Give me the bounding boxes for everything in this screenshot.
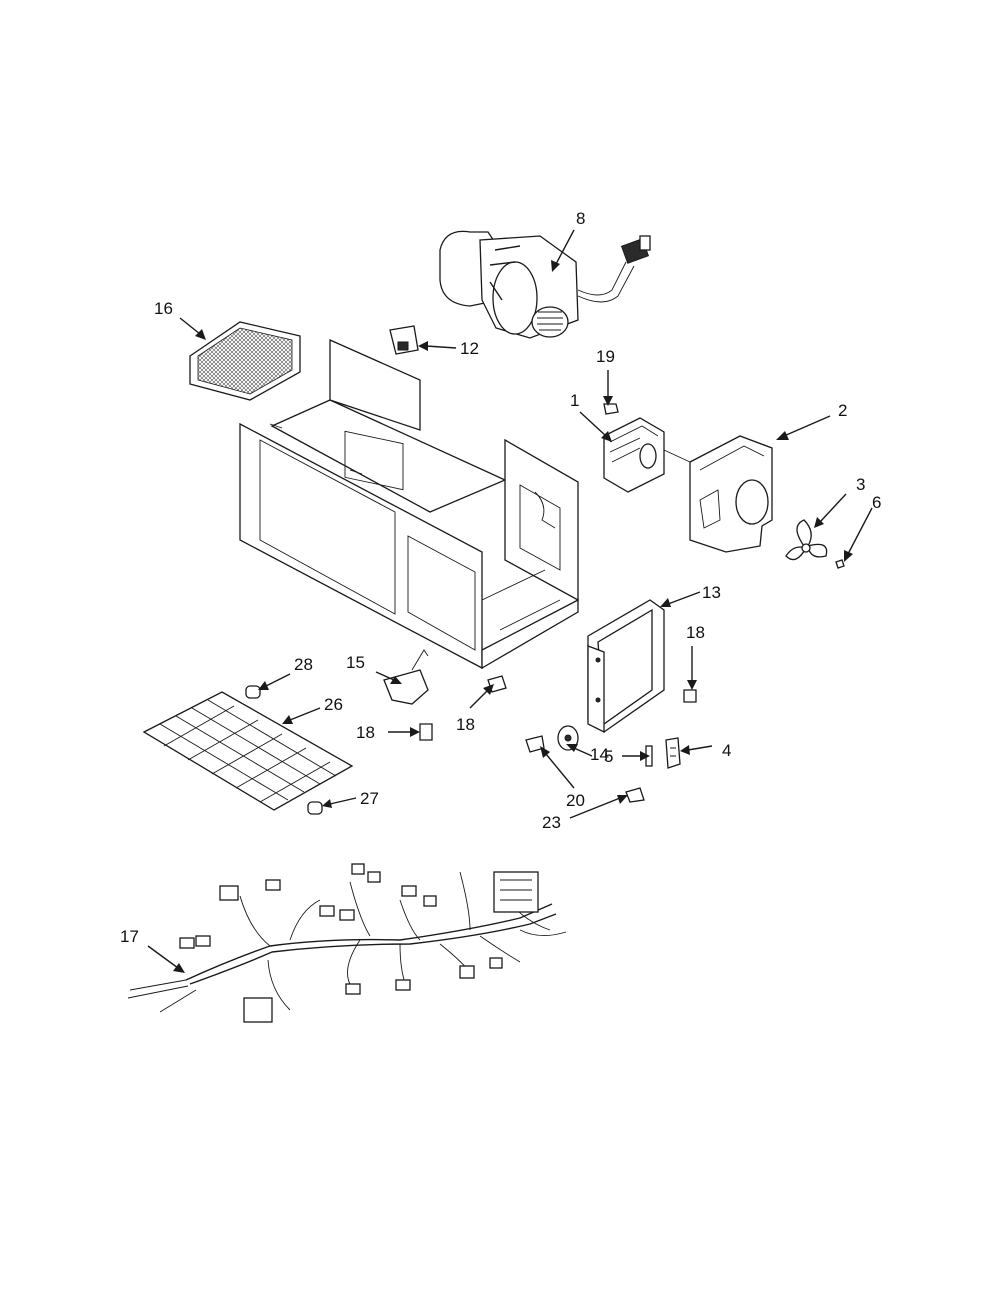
motor [603, 417, 691, 493]
grease-filter [189, 321, 301, 401]
label-1: 1 [570, 391, 579, 410]
callout-labels: 8 16 12 19 1 2 3 6 13 18 15 28 26 18 18 … [120, 209, 881, 946]
label-13: 13 [702, 583, 721, 602]
rack [142, 691, 354, 811]
label-5: 5 [604, 747, 613, 766]
fan-blade [785, 519, 828, 561]
leader-lines [147, 229, 873, 973]
label-19: 19 [596, 347, 615, 366]
label-18-center: 18 [456, 715, 475, 734]
label-27: 27 [360, 789, 379, 808]
wire-harness [127, 863, 567, 1023]
label-20: 20 [566, 791, 585, 810]
nut-6 [835, 559, 845, 569]
foot-27 [307, 801, 323, 815]
screw-23 [625, 787, 645, 803]
label-28: 28 [294, 655, 313, 674]
latch-bracket [383, 649, 429, 705]
label-12: 12 [460, 339, 479, 358]
label-23: 23 [542, 813, 561, 832]
label-2: 2 [838, 401, 847, 420]
label-15: 15 [346, 653, 365, 672]
label-6: 6 [872, 493, 881, 512]
label-4: 4 [722, 741, 731, 760]
label-17: 17 [120, 927, 139, 946]
label-26: 26 [324, 695, 343, 714]
main-housing [239, 338, 579, 670]
bracket-frame [587, 599, 665, 734]
blower-motor-assembly [439, 230, 651, 339]
screw-18-right [683, 689, 697, 703]
foot-28 [245, 685, 261, 699]
label-16: 16 [154, 299, 173, 318]
fan-duct [689, 435, 773, 553]
label-14: 14 [590, 745, 609, 764]
label-18-right: 18 [686, 623, 705, 642]
label-3: 3 [856, 475, 865, 494]
small-bracket [389, 325, 419, 355]
screw-19 [603, 403, 619, 415]
screw-20 [525, 735, 545, 753]
screw-18-left [419, 723, 433, 741]
label-8: 8 [576, 209, 585, 228]
switch-part-4 [665, 737, 681, 769]
label-18-left: 18 [356, 723, 375, 742]
